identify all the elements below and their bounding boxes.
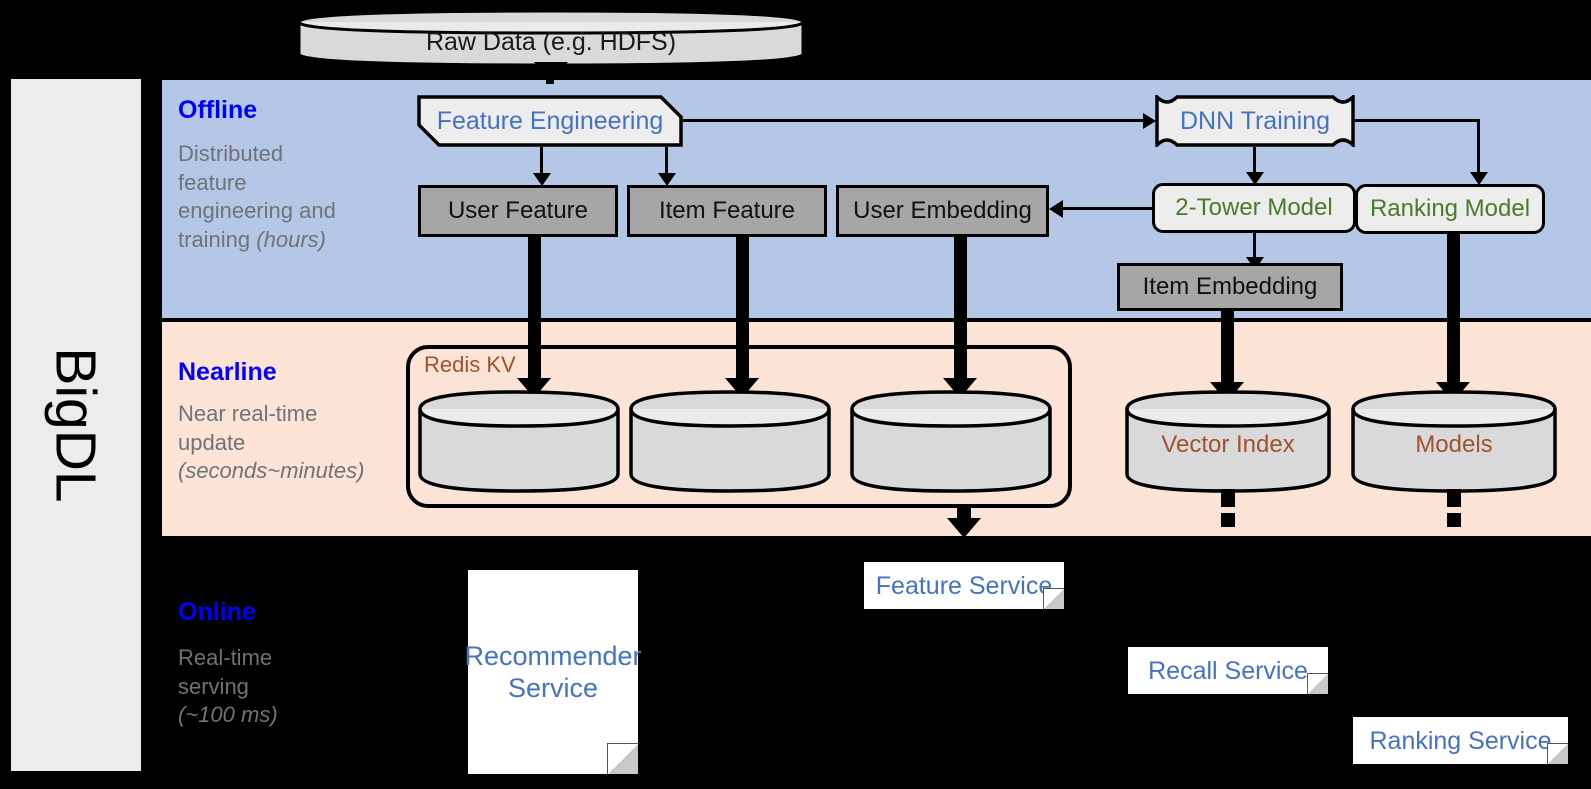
online-subtitle-line2: serving: [178, 673, 249, 699]
cylinder-shape: [629, 390, 831, 493]
arrow-rankingmodel-to-models-line: [1447, 234, 1460, 389]
cylinder-shape: [297, 9, 805, 67]
arrow-fe-to-userfeature-line: [540, 147, 543, 178]
recommender-service-doc[interactable]: Recommender Service: [464, 570, 642, 774]
nearline-subtitle-line2: update: [178, 429, 246, 455]
cut-corner-shape: [417, 95, 683, 147]
recall-service-label: Recall Service: [1148, 656, 1308, 685]
raw-data-cylinder: Raw Data (e.g. HDFS): [296, 8, 806, 68]
arrow-redis-to-featureservice-head: [947, 518, 981, 538]
offline-subtitle-line4: training (hours): [178, 226, 326, 252]
arrow-fe-to-dnn-line: [683, 119, 1145, 122]
arrow-itememb-to-vectorindex-line: [1221, 311, 1234, 389]
dnn-training-label: DNN Training: [1179, 106, 1331, 135]
cylinder-shape: [418, 390, 620, 493]
offline-title: Offline: [178, 96, 258, 124]
models-label: Models: [1415, 431, 1493, 458]
cylinder-shape: [850, 390, 1052, 493]
item-embedding-box[interactable]: Item Embedding: [1117, 263, 1343, 311]
online-subtitle-line1: Real-time: [178, 645, 273, 670]
two-tower-model-label: 2-Tower Model: [1175, 194, 1333, 221]
ranking-model-label: Ranking Model: [1369, 195, 1531, 222]
page-fold-icon: [1043, 588, 1064, 609]
redis-cylinder-user-embedding: [849, 389, 1054, 494]
vector-index-connector-dash-1: [1221, 489, 1235, 507]
user-feature-label: User Feature: [447, 197, 589, 224]
arrow-dnn-to-ranking-head: [1470, 172, 1488, 185]
redis-kv-container: [406, 345, 1072, 508]
recall-service-doc[interactable]: Recall Service: [1128, 647, 1328, 694]
nearline-subtitle-line1: Near real-time: [178, 401, 318, 426]
vector-index-cylinder[interactable]: Vector Index: [1124, 389, 1332, 494]
vector-index-label: Vector Index: [1161, 431, 1295, 458]
arrow-dnn-to-2tower-line: [1253, 147, 1256, 176]
models-connector-dash-1: [1447, 489, 1461, 507]
item-feature-box[interactable]: Item Feature: [627, 185, 827, 237]
arrow-redis-to-featureservice-dash: [957, 505, 971, 519]
feature-engineering-box[interactable]: Feature Engineering: [417, 95, 683, 147]
user-feature-box[interactable]: User Feature: [418, 185, 618, 237]
arrow-fe-to-userfeature-head: [533, 173, 551, 186]
page-fold-icon: [607, 743, 638, 774]
arrow-2tower-to-itememb-line: [1253, 233, 1256, 261]
notched-shape: [1155, 92, 1355, 150]
models-cylinder[interactable]: Models: [1350, 389, 1558, 494]
two-tower-model-box[interactable]: 2-Tower Model: [1152, 183, 1356, 233]
vector-index-connector-dash-2: [1221, 513, 1235, 527]
arrow-fe-to-itemfeature-head: [658, 173, 676, 186]
recommender-service-label: Recommender Service: [464, 640, 642, 703]
cylinder-shape: [1351, 390, 1557, 493]
nearline-title: Nearline: [178, 358, 277, 386]
arrow-dnn-to-2tower-head: [1246, 172, 1264, 185]
redis-kv-label: Redis KV: [424, 352, 516, 377]
page-fold-icon: [1307, 673, 1328, 694]
offline-subtitle-duration: (hours): [256, 226, 326, 252]
item-feature-label: Item Feature: [658, 197, 796, 224]
arrow-rawdata-to-fe-head: [534, 62, 568, 82]
arrow-dnn-to-ranking-h: [1355, 119, 1480, 122]
online-title: Online: [178, 598, 256, 626]
feature-service-doc[interactable]: Feature Service: [864, 562, 1064, 609]
online-subtitle: Real-time serving (~100 ms): [178, 644, 408, 730]
ranking-model-box[interactable]: Ranking Model: [1355, 184, 1545, 234]
ranking-service-label: Ranking Service: [1369, 726, 1552, 755]
online-subtitle-duration: (~100 ms): [178, 702, 278, 728]
models-connector-dash-2: [1447, 513, 1461, 527]
redis-cylinder-user-feature: [417, 389, 622, 494]
arrow-dnn-to-ranking-v: [1477, 119, 1480, 174]
redis-cylinder-item-feature: [628, 389, 833, 494]
cylinder-shape: [1125, 390, 1331, 493]
arrow-fe-to-itemfeature-line: [665, 147, 668, 178]
nearline-subtitle-duration: (seconds~minutes): [178, 458, 365, 484]
raw-data-label: Raw Data (e.g. HDFS): [425, 27, 677, 56]
arrow-2tower-to-userembedding-line: [1062, 207, 1154, 210]
arrow-2tower-to-userembedding-head: [1049, 200, 1063, 218]
ranking-service-doc[interactable]: Ranking Service: [1353, 717, 1568, 764]
bigdl-sidebar: BigDL: [8, 76, 144, 774]
user-embedding-label: User Embedding: [853, 197, 1032, 224]
user-embedding-box[interactable]: User Embedding: [836, 185, 1049, 237]
arrow-fe-to-dnn-head: [1143, 113, 1156, 129]
offline-subtitle-line2: feature: [178, 169, 247, 195]
page-fold-icon: [1547, 743, 1568, 764]
item-embedding-label: Item Embedding: [1142, 273, 1318, 300]
offline-subtitle-line1: Distributed: [178, 141, 284, 166]
offline-subtitle: Distributed feature engineering and trai…: [178, 140, 388, 254]
dnn-training-box[interactable]: DNN Training: [1155, 92, 1355, 150]
bigdl-label: BigDL: [44, 347, 108, 503]
offline-subtitle-line3: engineering and: [178, 198, 336, 224]
nearline-subtitle: Near real-time update (seconds~minutes): [178, 400, 408, 486]
feature-engineering-label: Feature Engineering: [436, 106, 664, 135]
feature-service-label: Feature Service: [875, 571, 1053, 600]
